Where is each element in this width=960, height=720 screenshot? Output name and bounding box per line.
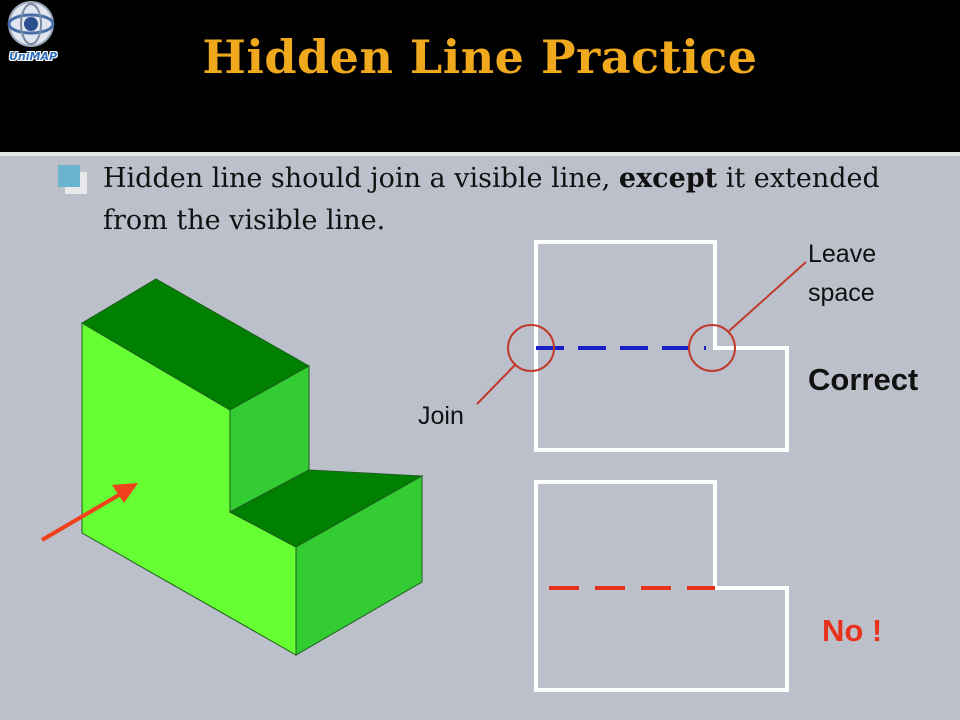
incorrect-view xyxy=(534,480,789,692)
join-callout-circle xyxy=(507,324,555,372)
bullet-text: Hidden line should join a visible line, … xyxy=(103,158,923,242)
incorrect-label: No ! xyxy=(822,613,883,648)
isometric-block xyxy=(81,278,424,656)
leave-space-label: Leave space xyxy=(808,235,876,313)
incorrect-view-outline xyxy=(534,480,789,692)
logo-globe-icon xyxy=(7,1,55,47)
logo-text: UniMAP xyxy=(8,50,58,63)
title-bar xyxy=(0,0,960,152)
leave-space-label-line1: Leave xyxy=(808,240,877,268)
university-logo: UniMAP xyxy=(0,0,64,72)
block-side-face xyxy=(295,475,423,656)
leave-space-label-line2: space xyxy=(808,279,875,307)
join-leader-line xyxy=(476,364,516,405)
correct-view-outline xyxy=(534,240,789,452)
arrow-up-right-icon xyxy=(40,483,138,542)
title-divider xyxy=(0,152,960,156)
bullet-text-end: it extended from the visible line. xyxy=(103,163,880,236)
bullet-text-emphasis: except xyxy=(618,163,718,194)
correct-view xyxy=(476,240,807,452)
leave-space-leader-line xyxy=(728,261,807,332)
correct-label: Correct xyxy=(808,362,919,397)
square-bullet-icon xyxy=(58,165,88,195)
slide-title: Hidden Line Practice xyxy=(202,30,758,84)
join-label: Join xyxy=(418,402,464,430)
bullet-text-start: Hidden line should join a visible line, xyxy=(103,163,619,194)
leave-space-callout-circle xyxy=(688,324,736,372)
